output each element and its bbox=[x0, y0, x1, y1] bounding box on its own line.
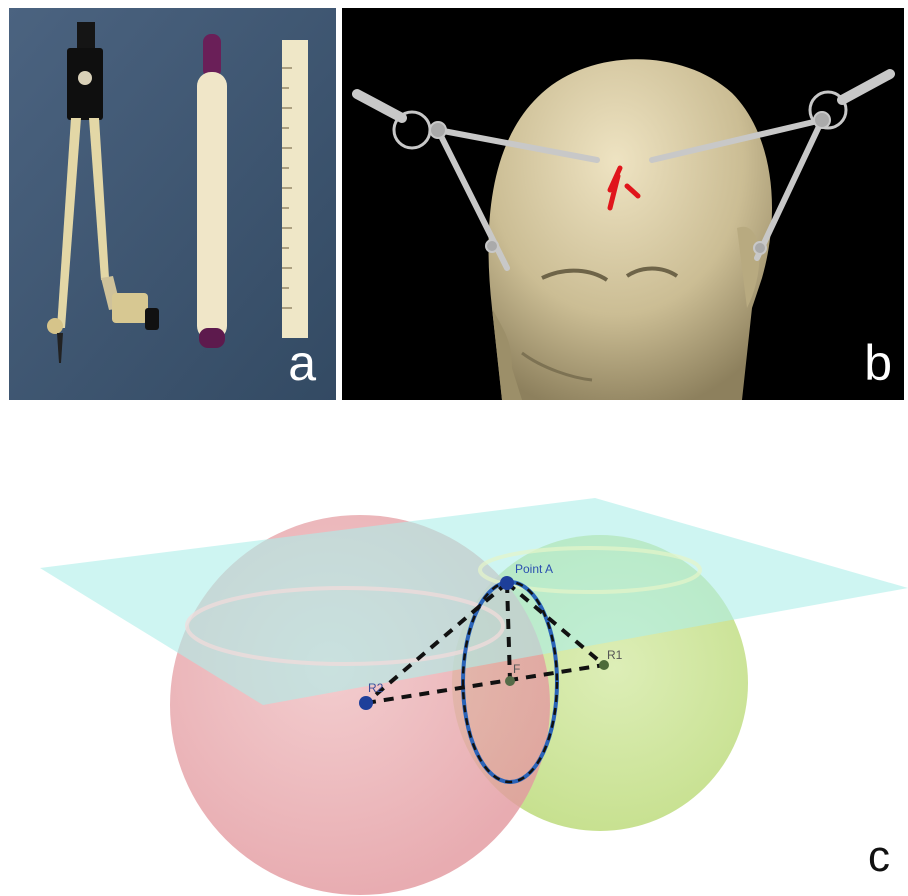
tools-photo bbox=[9, 8, 336, 400]
point-a-marker bbox=[500, 576, 514, 590]
panel-b-render: b bbox=[342, 8, 904, 400]
point-r2-marker bbox=[359, 696, 373, 710]
ruler-icon bbox=[282, 40, 308, 338]
label-point-a: Point A bbox=[515, 562, 553, 576]
head-render bbox=[342, 8, 904, 400]
sphere-intersection-diagram: Point A R1 R2 F bbox=[0, 400, 908, 896]
marker-pen-icon bbox=[197, 34, 227, 348]
label-f: F bbox=[513, 662, 520, 676]
panel-label-a: a bbox=[288, 338, 316, 388]
panel-c-diagram: Point A R1 R2 F c bbox=[0, 400, 908, 896]
label-r2: R2 bbox=[368, 681, 384, 695]
panel-label-b: b bbox=[864, 338, 892, 388]
panel-label-c: c bbox=[868, 832, 890, 882]
panel-a-photo: a bbox=[9, 8, 336, 400]
label-r1: R1 bbox=[607, 648, 623, 662]
point-f-marker bbox=[505, 676, 515, 686]
head-icon bbox=[489, 59, 772, 400]
